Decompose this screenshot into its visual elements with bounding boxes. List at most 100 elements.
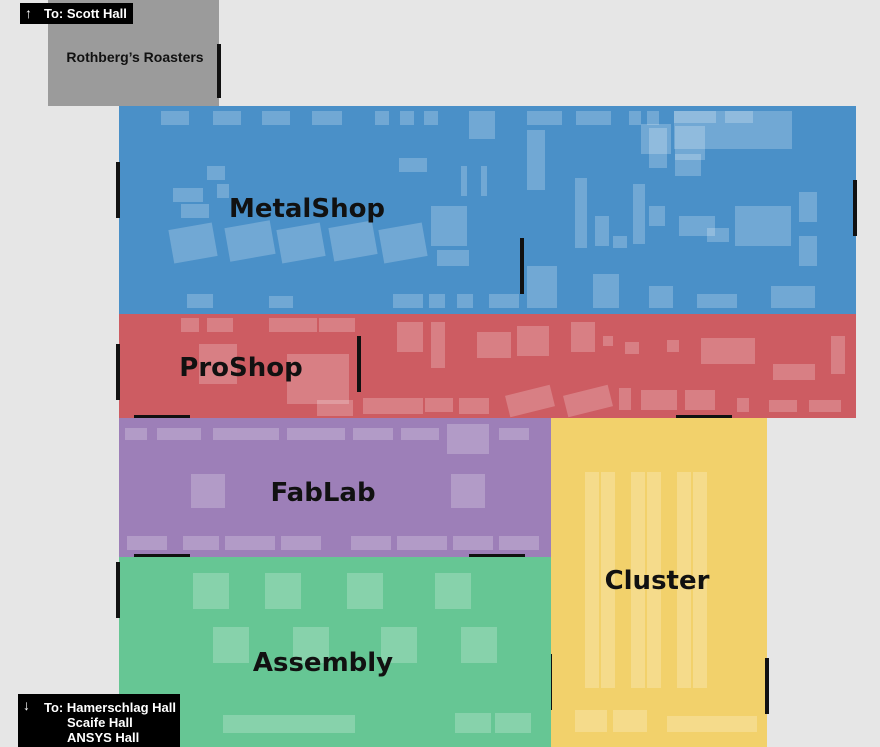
table bbox=[461, 627, 497, 663]
machine bbox=[649, 128, 667, 168]
bench bbox=[453, 536, 493, 550]
table bbox=[293, 627, 329, 663]
bench bbox=[499, 536, 539, 550]
door-proshop-south-east bbox=[676, 415, 732, 419]
machine bbox=[613, 236, 627, 248]
machine bbox=[173, 188, 203, 202]
nav-down-destination: ANSYS Hall bbox=[67, 730, 140, 745]
shelf bbox=[353, 428, 393, 440]
machine bbox=[603, 336, 613, 346]
bench bbox=[429, 294, 445, 308]
nav-up-destination: To: Scott Hall bbox=[44, 6, 127, 21]
bench bbox=[225, 536, 275, 550]
machine bbox=[563, 384, 613, 418]
table bbox=[381, 627, 417, 663]
bench bbox=[667, 716, 757, 732]
machine bbox=[619, 388, 631, 410]
machine bbox=[629, 111, 641, 125]
bench bbox=[223, 715, 355, 733]
machine bbox=[674, 111, 792, 149]
machine bbox=[667, 340, 679, 352]
shelf bbox=[499, 428, 529, 440]
nav-to-scott-hall[interactable]: ↑ To: Scott Hall bbox=[20, 3, 133, 24]
machine bbox=[481, 166, 487, 196]
machine bbox=[399, 158, 427, 172]
machine bbox=[697, 294, 737, 308]
bench bbox=[397, 536, 447, 550]
machine bbox=[641, 390, 677, 410]
bench bbox=[393, 294, 423, 308]
room-proshop[interactable]: ProShop bbox=[119, 314, 856, 418]
machine bbox=[425, 398, 453, 412]
bench bbox=[489, 294, 519, 308]
machine bbox=[199, 344, 237, 384]
machine bbox=[375, 111, 389, 125]
machine bbox=[527, 266, 557, 308]
machine bbox=[685, 390, 715, 410]
machine bbox=[799, 192, 817, 222]
table bbox=[378, 222, 428, 264]
machine bbox=[287, 354, 349, 404]
door-metalshop-interior bbox=[520, 238, 524, 294]
desk-row bbox=[585, 472, 599, 688]
nav-down-destination: Scaife Hall bbox=[67, 715, 133, 730]
machine bbox=[571, 322, 595, 352]
machine bbox=[217, 184, 229, 198]
machine bbox=[461, 166, 467, 196]
desk-row bbox=[601, 472, 615, 688]
bench bbox=[269, 318, 317, 332]
room-label-assembly: Assembly bbox=[252, 648, 394, 678]
shelf bbox=[447, 424, 489, 454]
bench bbox=[281, 536, 321, 550]
bench bbox=[181, 318, 199, 332]
door-assembly-west bbox=[116, 562, 120, 618]
table bbox=[168, 222, 218, 264]
shelf bbox=[157, 428, 201, 440]
machine bbox=[527, 130, 545, 190]
workbench bbox=[213, 111, 241, 125]
machine bbox=[505, 384, 555, 418]
machine bbox=[799, 236, 817, 266]
desk-row bbox=[647, 472, 661, 688]
machine bbox=[675, 126, 705, 160]
table bbox=[328, 220, 378, 262]
machine bbox=[575, 178, 587, 248]
machine bbox=[725, 111, 753, 123]
machine bbox=[674, 111, 716, 123]
arrow-up-icon: ↑ bbox=[25, 5, 32, 21]
bench bbox=[207, 318, 233, 332]
room-fablab[interactable]: FabLab bbox=[119, 418, 551, 557]
room-label-fablab: FabLab bbox=[270, 478, 376, 508]
workbench bbox=[262, 111, 290, 125]
table bbox=[224, 220, 276, 262]
table bbox=[191, 474, 225, 508]
workbench bbox=[312, 111, 342, 125]
room-assembly[interactable]: Assembly bbox=[119, 557, 551, 747]
bench bbox=[495, 713, 531, 733]
machine bbox=[431, 206, 467, 246]
room-label-roasters: Rothberg’s Roasters bbox=[66, 49, 204, 65]
table bbox=[276, 222, 326, 264]
room-metalshop[interactable]: MetalShop bbox=[119, 106, 856, 314]
machine bbox=[400, 111, 414, 125]
table bbox=[265, 573, 301, 609]
machine bbox=[647, 111, 659, 125]
machine bbox=[181, 204, 209, 218]
machine bbox=[679, 216, 715, 236]
door-fablab-south-east bbox=[469, 554, 525, 558]
door-fablab-south-west bbox=[134, 554, 190, 558]
machine bbox=[363, 398, 423, 414]
machine bbox=[625, 342, 639, 354]
room-label-proshop: ProShop bbox=[179, 353, 303, 383]
desk-row bbox=[693, 472, 707, 688]
bench bbox=[457, 294, 473, 308]
machine bbox=[675, 154, 701, 176]
nav-down-destinations: To: Hamerschlag Hall Scaife Hall ANSYS H… bbox=[44, 700, 176, 745]
nav-to-south-halls[interactable]: ↓ To: Hamerschlag Hall Scaife Hall ANSYS… bbox=[18, 694, 180, 747]
machine bbox=[737, 398, 749, 412]
shelf bbox=[287, 428, 345, 440]
nav-down-destination: To: Hamerschlag Hall bbox=[44, 700, 176, 715]
room-cluster[interactable]: Cluster bbox=[551, 418, 767, 747]
machine bbox=[595, 216, 609, 246]
table bbox=[213, 627, 249, 663]
